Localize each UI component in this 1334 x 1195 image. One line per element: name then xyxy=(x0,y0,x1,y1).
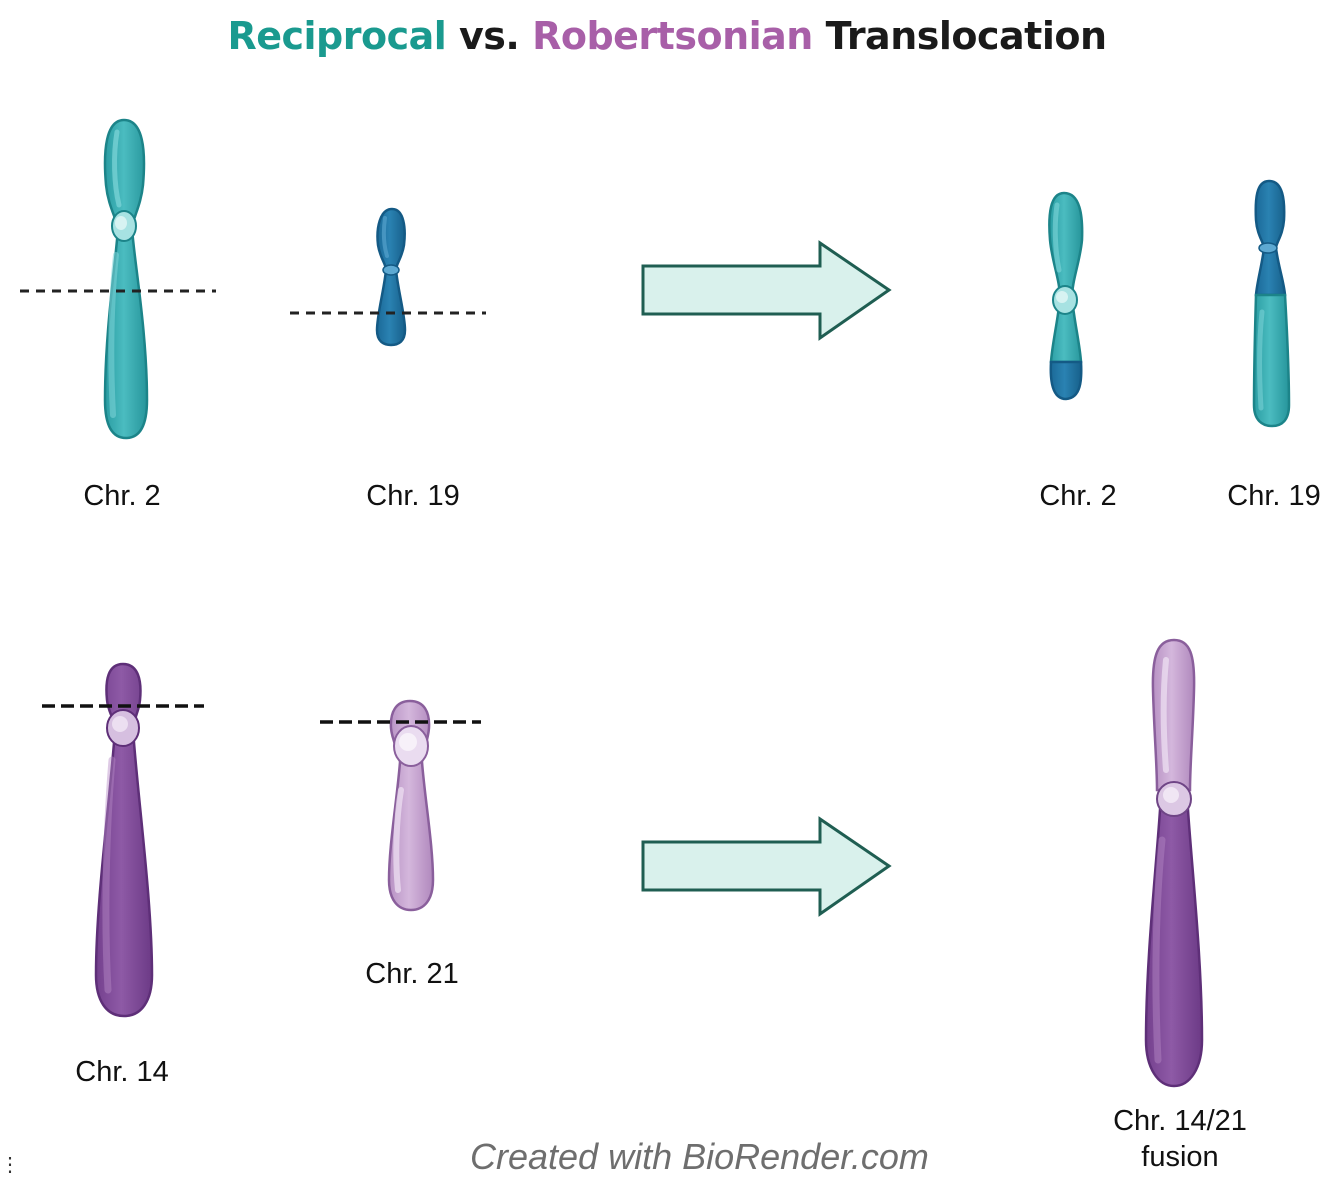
chr21-before-label: Chr. 21 xyxy=(365,958,459,990)
chr2-before-chromosome xyxy=(103,118,149,440)
chr2-after-chromosome xyxy=(1048,191,1084,401)
reciprocal-arrow xyxy=(641,240,892,341)
title-vs: vs. xyxy=(446,14,533,58)
diagram-title: Reciprocal vs. Robertsonian Translocatio… xyxy=(0,14,1334,58)
robertsonian-arrow xyxy=(641,816,892,917)
chr19-after-label: Chr. 19 xyxy=(1227,480,1321,512)
fusion-label-line2: fusion xyxy=(1141,1141,1219,1173)
chr19-before-chromosome xyxy=(375,207,407,347)
chr2-after-label: Chr. 2 xyxy=(1039,480,1117,512)
chr14-before-label: Chr. 14 xyxy=(75,1056,169,1088)
title-translocation: Translocation xyxy=(812,14,1107,58)
chr14-21-fusion-chromosome xyxy=(1144,638,1204,1088)
chr19-before-label: Chr. 19 xyxy=(366,480,460,512)
chr2-before-label: Chr. 2 xyxy=(83,480,161,512)
biorender-watermark: Created with BioRender.com xyxy=(470,1136,929,1177)
chr21-before-chromosome xyxy=(387,699,435,912)
fusion-label-line1: Chr. 14/21 xyxy=(1113,1105,1247,1137)
chr19-after-chromosome xyxy=(1252,179,1291,428)
chr14-before-chromosome xyxy=(94,662,154,1018)
title-reciprocal: Reciprocal xyxy=(227,14,447,58)
edge-ellipsis-icon: ⋮ xyxy=(0,1154,20,1176)
title-robertsonian: Robertsonian xyxy=(532,14,813,58)
